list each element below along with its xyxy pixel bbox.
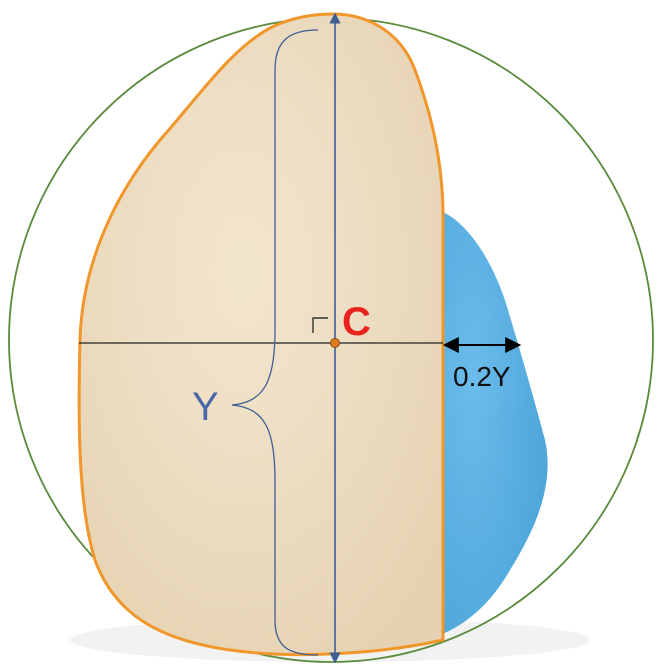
main-body <box>77 12 445 657</box>
right-angle-marker <box>312 317 328 333</box>
side-segment <box>440 212 548 635</box>
height-label: Y <box>192 385 219 429</box>
center-point <box>330 338 340 348</box>
y-brace <box>231 29 319 656</box>
center-label: C <box>342 300 371 344</box>
offset-label: 0.2Y <box>453 361 511 392</box>
